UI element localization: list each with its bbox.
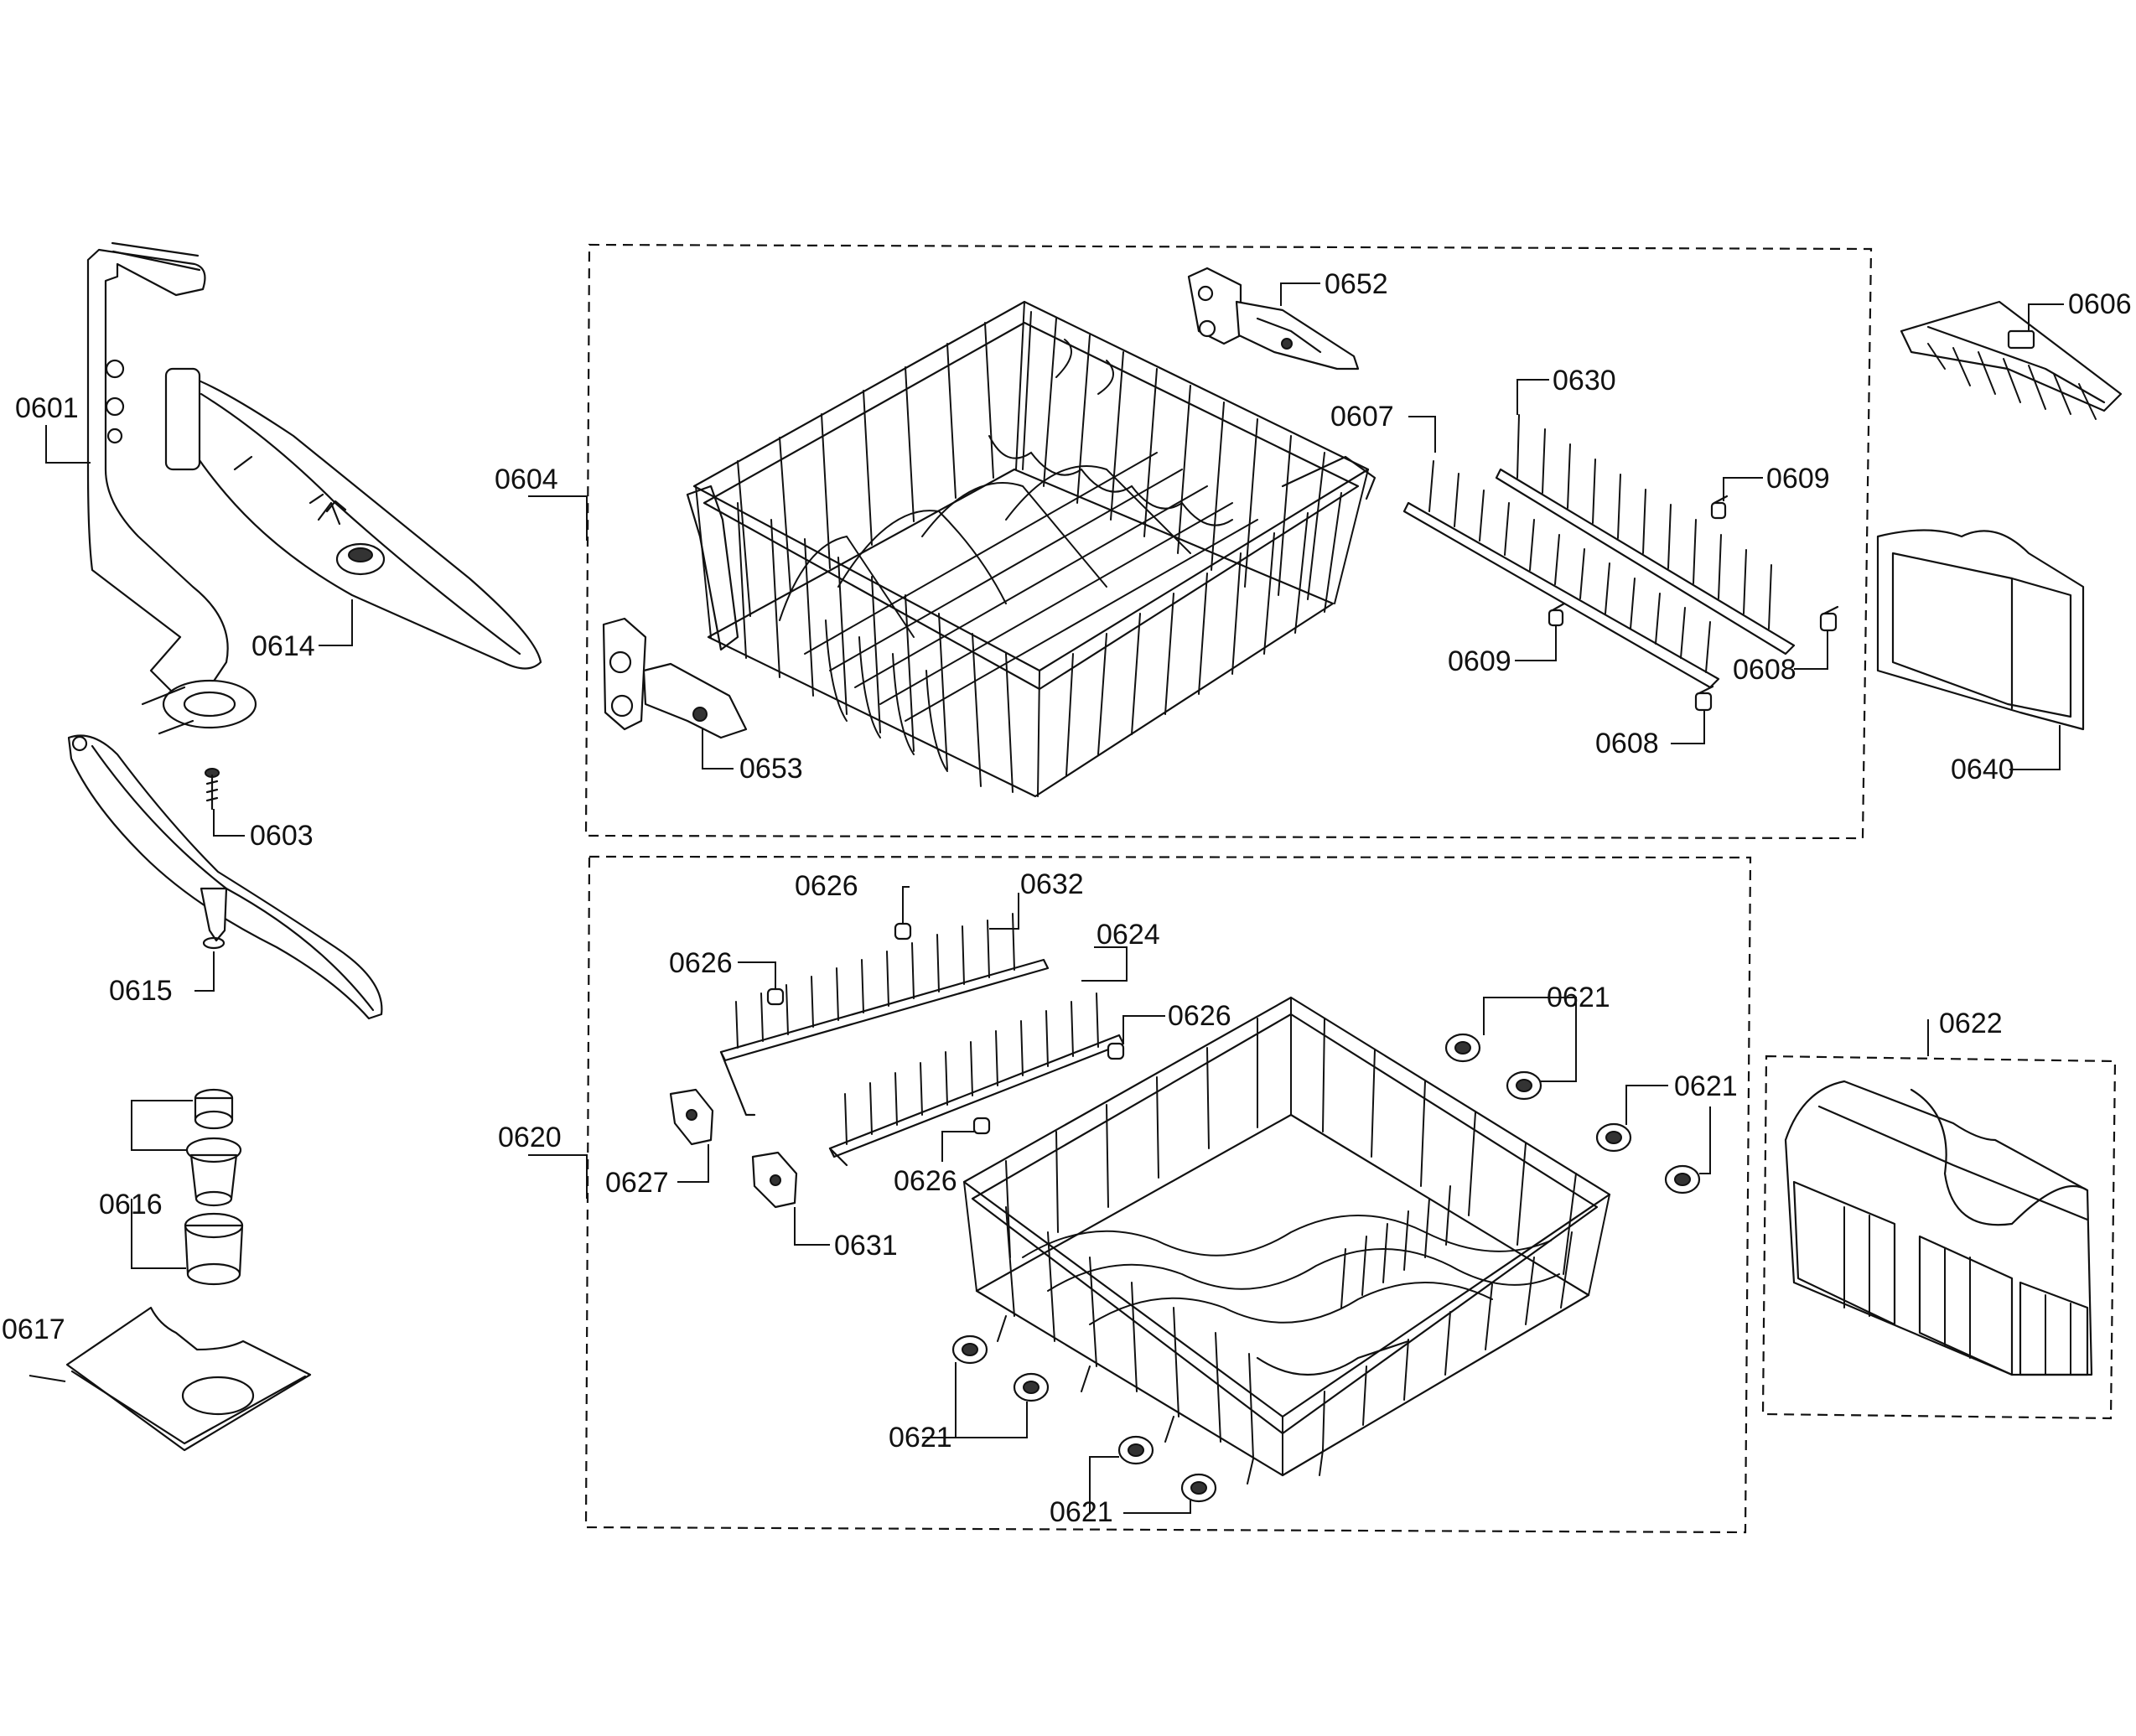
clip-0626-mid [972,1117,991,1135]
lower-spray-arm-part [67,734,383,1020]
label-0606: 0606 [2068,288,2132,320]
label-0604: 0604 [495,464,558,495]
label-0607: 0607 [1330,401,1394,433]
label-0615: 0615 [109,975,173,1007]
lower-tine-rows-part [719,913,1125,1167]
tine-clip-0608-right [1819,605,1839,632]
label-0621-top: 0621 [1547,982,1610,1013]
upper-rack-group-box [584,243,1873,840]
label-0621-left: 0621 [889,1422,952,1454]
label-0609-upper: 0609 [1766,463,1830,495]
small-items-basket-part [1876,529,2085,731]
label-0614: 0614 [251,630,315,662]
filter-plate-part [65,1306,312,1452]
tine-holder-0627 [669,1088,714,1146]
label-0621-bottom: 0621 [1050,1496,1113,1528]
label-0632: 0632 [1020,868,1084,900]
label-0626-right: 0626 [1168,1000,1231,1032]
label-0608-right: 0608 [1733,654,1796,686]
label-0626-left: 0626 [669,947,733,979]
cutlery-basket-part [1784,1080,2093,1376]
label-0616: 0616 [99,1189,163,1220]
lower-rack-part [962,996,1611,1485]
label-0617: 0617 [2,1314,65,1345]
label-0622: 0622 [1939,1008,2003,1039]
rack-adjuster-right-part [1187,267,1360,371]
tine-clip-0609-lower [1548,602,1566,627]
label-0640: 0640 [1951,754,2014,785]
supply-pipe-part [86,241,257,735]
rack-adjuster-left-part [602,617,748,739]
label-0631: 0631 [834,1230,898,1262]
tine-holder-0631 [751,1151,798,1209]
label-0609-lower: 0609 [1448,645,1511,677]
screw-part [205,768,220,811]
filter-assembly-part [184,1088,244,1286]
wheel-0621 [951,1033,1701,1503]
leader-lines [29,282,2064,1514]
tine-clip-0609-upper [1710,495,1729,520]
clip-0626-right [1107,1042,1125,1060]
label-0630: 0630 [1553,365,1616,396]
upper-rack-part [686,300,1376,798]
label-0626-mid: 0626 [894,1165,957,1197]
label-0624: 0624 [1097,919,1160,951]
cutlery-basket-group-box [1761,1055,2117,1420]
part-labels: 0601 0614 0603 0615 0616 0617 0604 0620 … [2,268,2132,1528]
clip-0626-top [894,922,912,941]
lower-rack-group-box [584,855,1752,1534]
label-0621-right: 0621 [1674,1070,1738,1102]
label-0653: 0653 [739,753,803,785]
label-0603: 0603 [250,820,314,852]
cup-shelf-part [1900,300,2123,420]
label-0620: 0620 [498,1122,562,1153]
label-0627: 0627 [605,1167,669,1199]
label-0652: 0652 [1325,268,1388,300]
label-0626-top: 0626 [795,870,858,902]
clip-0626-left [766,987,785,1006]
label-0608-lower: 0608 [1595,728,1659,759]
label-0601: 0601 [15,392,79,424]
upper-spray-arm-part [164,367,542,670]
tine-clip-0608-lower [1694,685,1714,712]
